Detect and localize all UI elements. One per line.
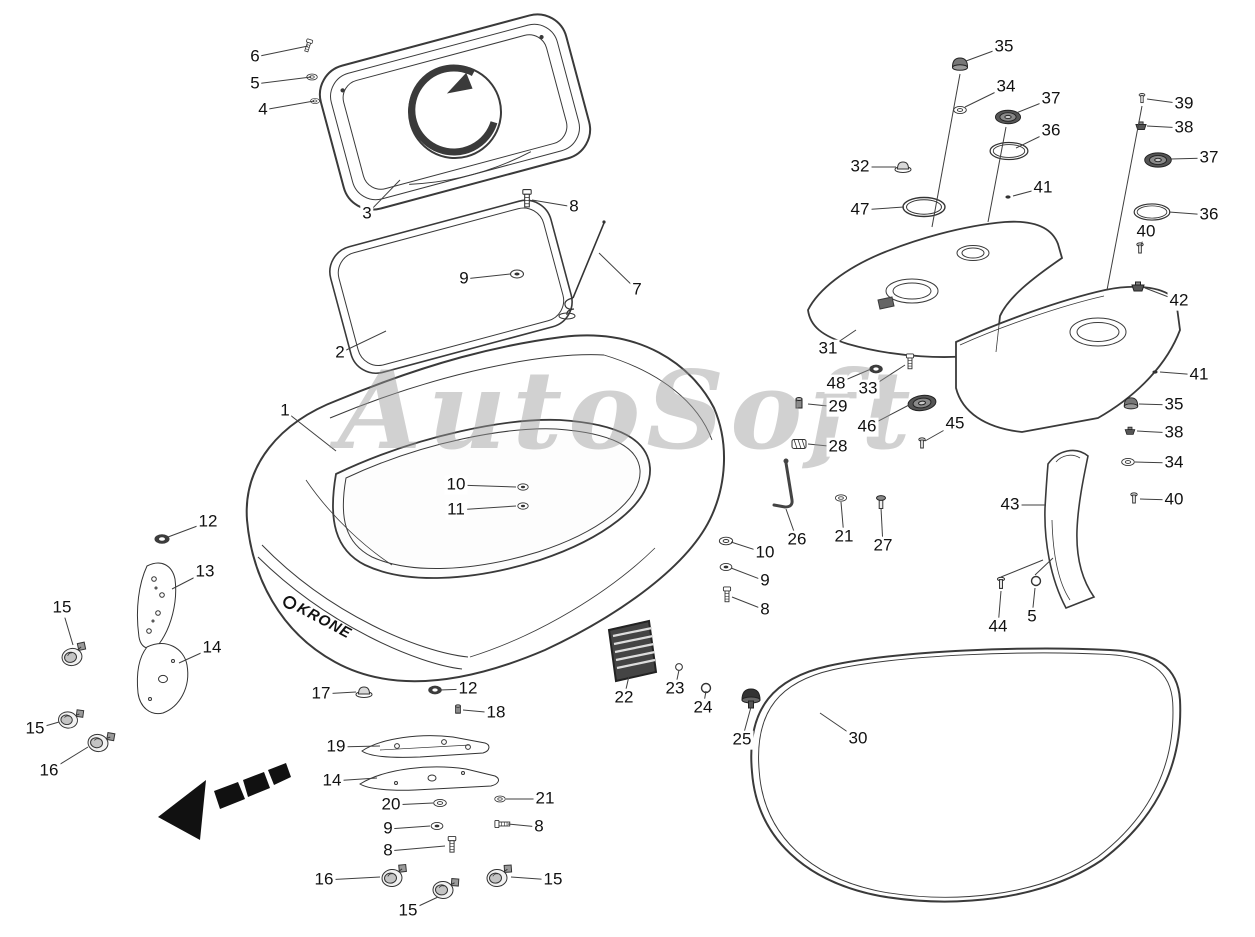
part-44-screw	[996, 576, 1006, 589]
part-32-nut	[894, 161, 912, 173]
rear-roof-panels	[807, 220, 1181, 433]
part-40-screw	[1136, 242, 1144, 254]
part-22-vent	[607, 619, 658, 683]
windshield-glass	[750, 647, 1182, 903]
part-48-grommet	[869, 364, 883, 374]
part-7-antenna	[558, 220, 606, 320]
part-15-lamp	[59, 641, 89, 668]
part-14-bracket	[359, 766, 499, 791]
part-19-bracket	[361, 735, 490, 758]
part-34-washer	[953, 105, 967, 115]
hood-window-opening	[332, 418, 651, 579]
part-5-ring	[1030, 575, 1042, 587]
part-26-rod	[772, 458, 794, 509]
part-14-bracket	[136, 643, 189, 715]
part-47-ring	[902, 196, 946, 218]
part-41-pin	[1152, 370, 1158, 374]
part-20-washer	[433, 798, 447, 808]
part-21-washer	[835, 494, 847, 502]
seal-frame	[329, 199, 573, 374]
part-17-grommet	[355, 686, 373, 698]
krone-emblem-icon	[408, 64, 498, 156]
part-41-pin	[1005, 195, 1011, 199]
part-37-speaker	[1144, 152, 1172, 168]
part-21-washer	[494, 795, 506, 803]
panel-label-plate	[877, 296, 895, 310]
part-10-grommet	[517, 483, 529, 491]
part-33-screw	[905, 353, 915, 370]
part-40-screw	[1130, 492, 1138, 504]
part-27-bolt	[876, 495, 886, 509]
part-9-nut	[510, 269, 524, 279]
part-10-washer	[718, 536, 734, 546]
part-8-screw	[494, 819, 511, 829]
part-23-ring	[675, 663, 683, 671]
part-9-nut	[430, 821, 444, 831]
part-39-screw	[1138, 93, 1146, 104]
part-35-cap	[1123, 397, 1139, 410]
part-15-lamp	[56, 706, 85, 731]
part-16-lamp	[380, 863, 409, 888]
part-8-screw	[447, 835, 457, 853]
part-11-grommet	[517, 502, 529, 510]
part-13-bracket	[136, 562, 177, 649]
part-34-washer	[1121, 457, 1135, 467]
direction-arrow	[158, 763, 291, 840]
part-9-nut	[719, 562, 733, 572]
part-8-screw	[722, 586, 732, 603]
part-28-damper	[791, 439, 807, 449]
part-46-speaker	[906, 393, 938, 413]
part-45-screw	[918, 437, 926, 449]
part-18-sleeve	[455, 704, 461, 714]
part-8-screw	[522, 189, 532, 208]
part-15-lamp	[485, 864, 514, 888]
part-12-grommet	[154, 534, 170, 544]
part-16-lamp	[86, 728, 116, 755]
part-6-screw	[303, 38, 314, 53]
part-38-clip	[1124, 426, 1136, 435]
part-25-knob	[741, 688, 761, 709]
part-35-cap	[952, 57, 968, 71]
b-pillar-trim	[1044, 449, 1096, 610]
roof-hatch-panel	[318, 13, 592, 211]
part-12-grommet	[428, 685, 442, 695]
part-15-lamp	[431, 876, 460, 901]
part-42-clip	[1131, 281, 1145, 292]
part-36-ring	[1133, 203, 1171, 221]
part-29-valve	[795, 397, 803, 409]
